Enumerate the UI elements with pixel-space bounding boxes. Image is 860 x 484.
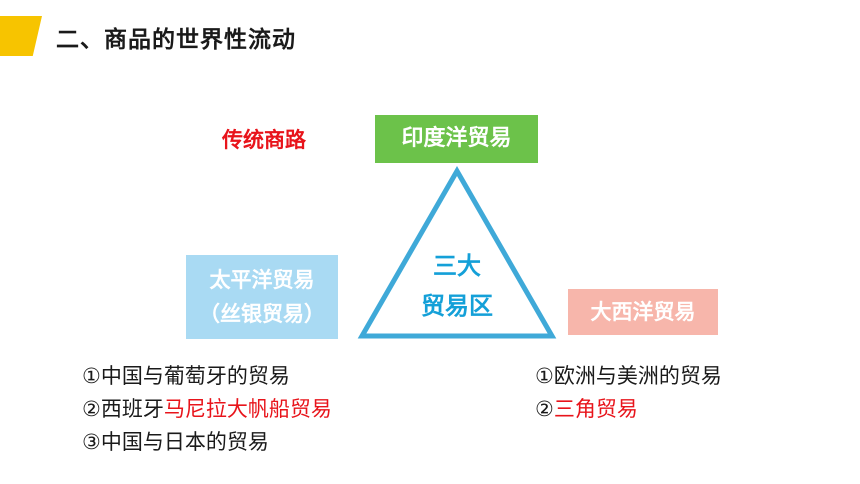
list-item-text: ② <box>535 397 554 421</box>
trade-triangle <box>357 165 557 339</box>
traditional-route-label: 传统商路 <box>222 128 306 152</box>
list-item-text: ①中国与葡萄牙的贸易 <box>82 364 290 388</box>
indian-ocean-trade-box: 印度洋贸易 <box>375 115 538 163</box>
triangle-label-line1: 三大 <box>433 252 481 280</box>
triangle-outline <box>357 165 557 339</box>
list-item: ①欧洲与美洲的贸易 <box>535 360 722 393</box>
atlantic-trade-box: 大西洋贸易 <box>568 289 718 335</box>
atlantic-trade-list: ①欧洲与美洲的贸易 ②三角贸易 <box>535 360 722 426</box>
title-accent-tab <box>0 16 42 56</box>
pacific-trade-label: 太平洋贸易 <box>209 268 315 292</box>
list-item: ③中国与日本的贸易 <box>82 426 332 459</box>
list-item-highlight: 马尼拉大帆船贸易 <box>163 397 332 421</box>
pacific-trade-list: ①中国与葡萄牙的贸易 ②西班牙马尼拉大帆船贸易 ③中国与日本的贸易 <box>82 360 332 459</box>
list-item-text: ②西班牙 <box>82 397 164 421</box>
pacific-trade-box: 太平洋贸易 （丝银贸易） <box>186 255 338 339</box>
list-item: ①中国与葡萄牙的贸易 <box>82 360 332 393</box>
list-item-text: ③中国与日本的贸易 <box>82 430 269 454</box>
list-item: ②西班牙马尼拉大帆船贸易 <box>82 393 332 426</box>
pacific-trade-sublabel: （丝银贸易） <box>199 302 325 326</box>
list-item-text: ①欧洲与美洲的贸易 <box>535 364 722 388</box>
list-item: ②三角贸易 <box>535 393 722 426</box>
triangle-label-line2: 贸易区 <box>421 292 493 320</box>
list-item-highlight: 三角贸易 <box>553 397 638 421</box>
page-title: 二、商品的世界性流动 <box>56 27 296 53</box>
